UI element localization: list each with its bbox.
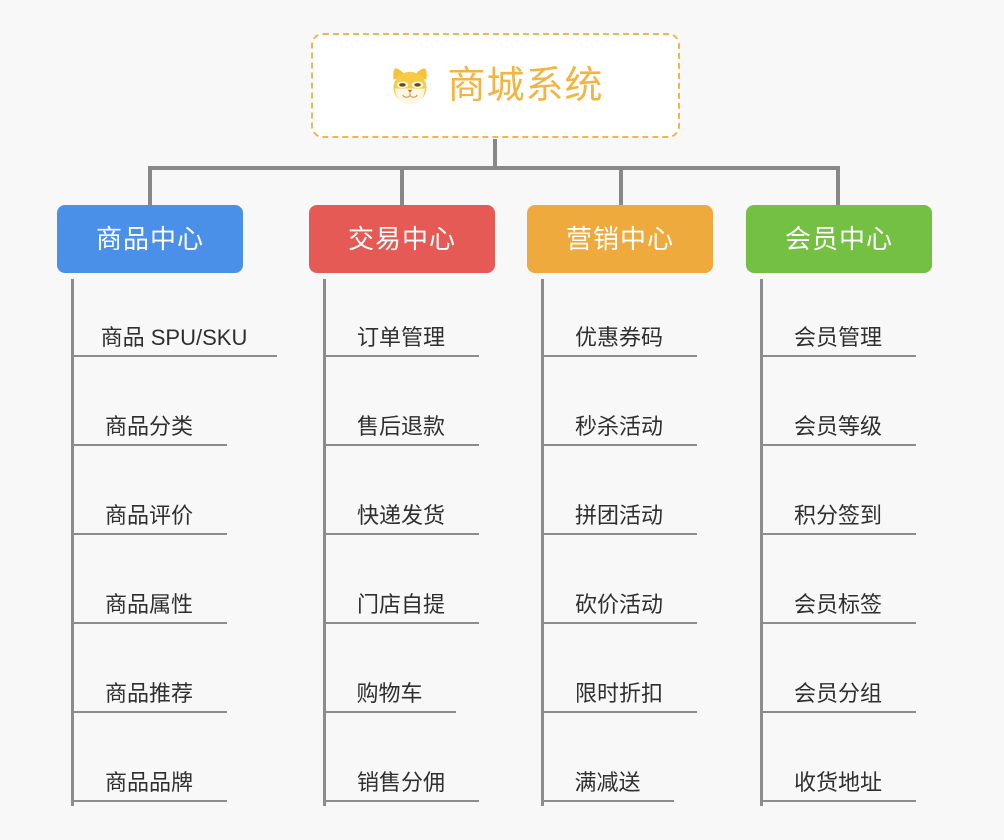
leaf-item-label: 售后退款 — [356, 413, 445, 439]
leaf-item[interactable]: 商品评价 — [71, 493, 227, 535]
leaf-item[interactable]: 购物车 — [323, 671, 456, 713]
leaf-item[interactable]: 商品品牌 — [71, 760, 227, 802]
leaf-item[interactable]: 秒杀活动 — [541, 404, 697, 446]
leaf-item-label: 销售分佣 — [356, 769, 445, 795]
leaf-item[interactable]: 商品推荐 — [71, 671, 227, 713]
leaf-item-label: 拼团活动 — [574, 502, 663, 528]
leaf-item-label: 会员管理 — [793, 324, 882, 350]
leaf-item-label: 满减送 — [574, 769, 641, 795]
leaf-item-label: 商品分类 — [104, 413, 193, 439]
connector-drop-4 — [836, 166, 840, 208]
leaf-item-label: 会员标签 — [793, 591, 882, 617]
shiba-dog-face-icon — [393, 67, 428, 104]
leaf-item-label: 优惠券码 — [574, 324, 663, 350]
leaf-item[interactable]: 商品 SPU/SKU — [71, 315, 277, 357]
leaf-item[interactable]: 快递发货 — [323, 493, 479, 535]
leaf-item[interactable]: 收货地址 — [760, 760, 916, 802]
leaf-item-label: 会员等级 — [793, 413, 882, 439]
category-header-label: 营销中心 — [565, 224, 674, 254]
leaf-item-label: 商品品牌 — [104, 769, 193, 795]
category-header-3[interactable]: 营销中心 — [527, 205, 713, 273]
connector-drop-2 — [400, 166, 404, 208]
column-trunk-line — [323, 279, 326, 806]
leaf-item-label: 订单管理 — [356, 324, 445, 350]
connector-root-stem — [493, 139, 497, 170]
leaf-item[interactable]: 会员分组 — [760, 671, 916, 713]
leaf-item-label: 收货地址 — [793, 769, 882, 795]
leaf-item[interactable]: 商品属性 — [71, 582, 227, 624]
leaf-item[interactable]: 售后退款 — [323, 404, 479, 446]
category-header-label: 商品中心 — [95, 224, 204, 254]
leaf-item-label: 会员分组 — [793, 680, 882, 706]
column-trunk-line — [541, 279, 544, 806]
leaf-item[interactable]: 限时折扣 — [541, 671, 697, 713]
leaf-item-label: 积分签到 — [793, 502, 882, 528]
category-header-4[interactable]: 会员中心 — [746, 205, 932, 273]
leaf-item[interactable]: 商品分类 — [71, 404, 227, 446]
leaf-item-label: 门店自提 — [356, 591, 445, 617]
leaf-item-label: 商品属性 — [104, 591, 193, 617]
leaf-item-label: 秒杀活动 — [574, 413, 663, 439]
leaf-item[interactable]: 会员管理 — [760, 315, 916, 357]
leaf-item[interactable]: 优惠券码 — [541, 315, 697, 357]
leaf-item[interactable]: 门店自提 — [323, 582, 479, 624]
connector-horizontal-bus — [148, 166, 840, 170]
connector-drop-1 — [148, 166, 152, 208]
connector-drop-3 — [619, 166, 623, 208]
leaf-item[interactable]: 积分签到 — [760, 493, 916, 535]
leaf-item[interactable]: 满减送 — [541, 760, 674, 802]
root-node-title: 商城系统 — [447, 64, 604, 107]
leaf-item-label: 砍价活动 — [574, 591, 663, 617]
leaf-item[interactable]: 销售分佣 — [323, 760, 479, 802]
leaf-item-label: 限时折扣 — [574, 680, 663, 706]
leaf-item-label: 商品评价 — [104, 502, 193, 528]
leaf-item[interactable]: 会员等级 — [760, 404, 916, 446]
category-header-1[interactable]: 商品中心 — [57, 205, 243, 273]
leaf-item-label: 快递发货 — [356, 502, 445, 528]
leaf-item[interactable]: 拼团活动 — [541, 493, 697, 535]
leaf-item-label: 商品推荐 — [104, 680, 193, 706]
category-header-label: 交易中心 — [347, 224, 456, 254]
category-header-2[interactable]: 交易中心 — [309, 205, 495, 273]
root-node-card[interactable]: 商城系统 — [311, 33, 680, 138]
leaf-item-label: 购物车 — [356, 680, 423, 706]
column-trunk-line — [71, 279, 74, 806]
column-trunk-line — [760, 279, 763, 806]
leaf-item[interactable]: 会员标签 — [760, 582, 916, 624]
leaf-item-label: 商品 SPU/SKU — [100, 324, 248, 350]
category-header-label: 会员中心 — [784, 224, 893, 254]
leaf-item[interactable]: 订单管理 — [323, 315, 479, 357]
leaf-item[interactable]: 砍价活动 — [541, 582, 697, 624]
